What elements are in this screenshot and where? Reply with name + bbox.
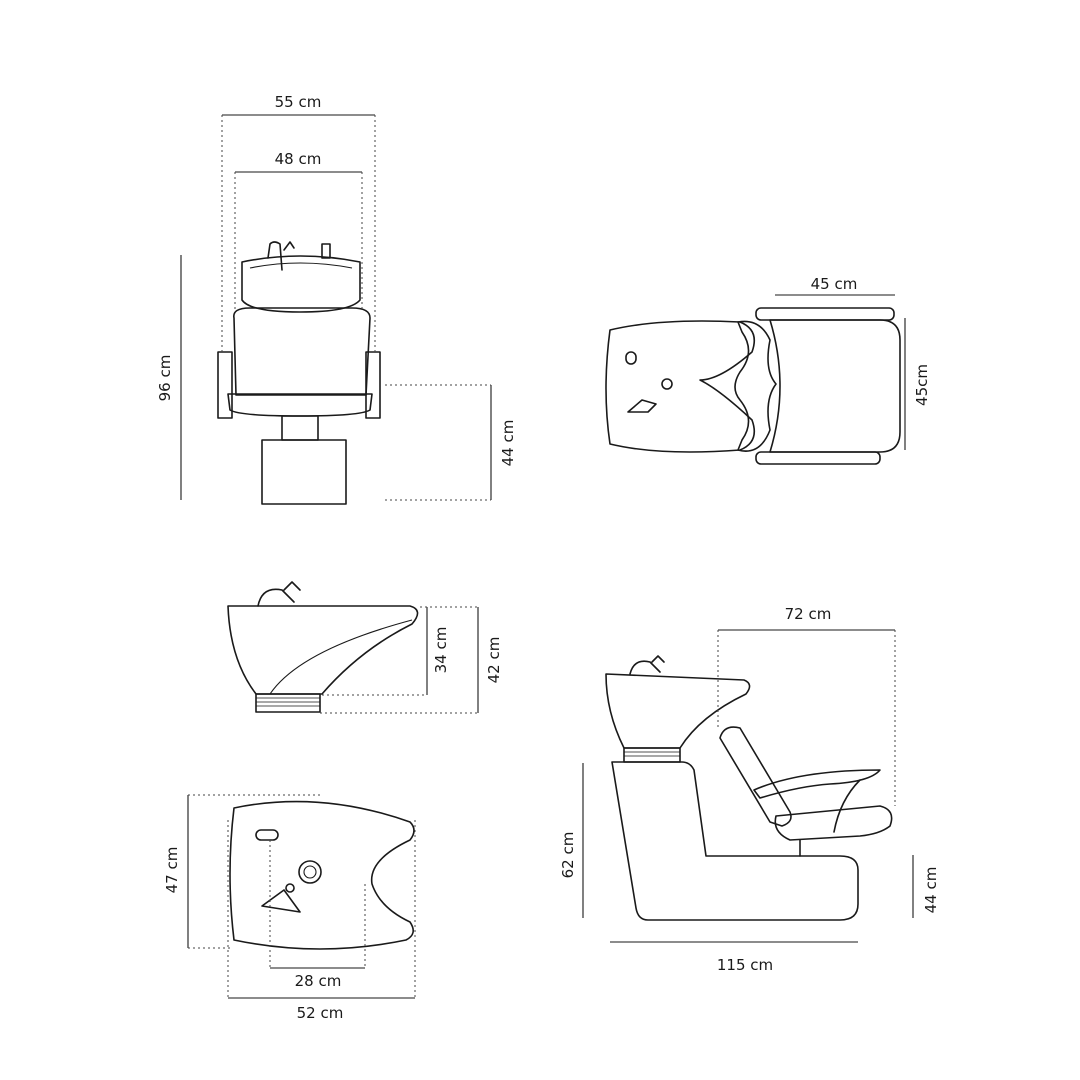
full-side-outline xyxy=(605,655,893,921)
dimension-55cm: 55 cm xyxy=(221,93,376,352)
label-front-width-inner: 48 cm xyxy=(275,150,322,168)
label-basin-width: 52 cm xyxy=(297,1004,344,1022)
label-chair-length: 72 cm xyxy=(785,605,832,623)
label-side-seat-height: 44 cm xyxy=(922,867,940,914)
dimension-47cm: 47 cm xyxy=(163,794,320,949)
dimension-72cm: 72 cm xyxy=(717,605,896,806)
dimension-28cm: 28 cm xyxy=(269,840,366,990)
dimension-44cm-side: 44 cm xyxy=(912,855,940,918)
label-top-chair-depth: 45cm xyxy=(913,364,931,406)
top-view: 45 cm 45cm xyxy=(605,275,931,465)
dimension-62cm: 62 cm xyxy=(559,763,584,918)
basin-side-outline xyxy=(227,581,419,713)
dimension-45cm-width: 45 cm xyxy=(775,275,895,296)
basin-top-view: 47 cm 28 cm 52 cm xyxy=(163,794,416,1022)
full-side-view: 72 cm 62 cm 44 cm 115 cm xyxy=(559,605,940,974)
dimension-44cm-front: 44 cm xyxy=(385,384,517,501)
front-view-chair-outline xyxy=(217,241,381,505)
label-basin-cutout: 28 cm xyxy=(295,972,342,990)
dimension-34cm: 34 cm xyxy=(322,606,480,696)
dimension-48cm: 48 cm xyxy=(234,150,363,310)
top-view-outline xyxy=(605,307,901,465)
dimension-52cm: 52 cm xyxy=(227,820,416,1022)
label-front-width-outer: 55 cm xyxy=(275,93,322,111)
label-base-height: 62 cm xyxy=(559,832,577,879)
label-basin-bowl-height: 34 cm xyxy=(432,627,450,674)
dimension-42cm: 42 cm xyxy=(320,607,503,714)
label-front-seat-height: 44 cm xyxy=(499,420,517,467)
dimension-115cm: 115 cm xyxy=(610,941,858,974)
basin-top-outline xyxy=(229,800,415,950)
label-basin-total-height: 42 cm xyxy=(485,637,503,684)
dimension-96cm: 96 cm xyxy=(156,255,182,500)
label-basin-depth: 47 cm xyxy=(163,847,181,894)
front-view: 55 cm 48 cm 96 cm 44 cm xyxy=(156,93,517,505)
label-top-chair-width: 45 cm xyxy=(811,275,858,293)
basin-side-view: 34 cm 42 cm xyxy=(227,581,503,714)
label-total-length: 115 cm xyxy=(717,956,773,974)
dimension-45cm-depth: 45cm xyxy=(904,318,931,450)
label-front-height: 96 cm xyxy=(156,355,174,402)
